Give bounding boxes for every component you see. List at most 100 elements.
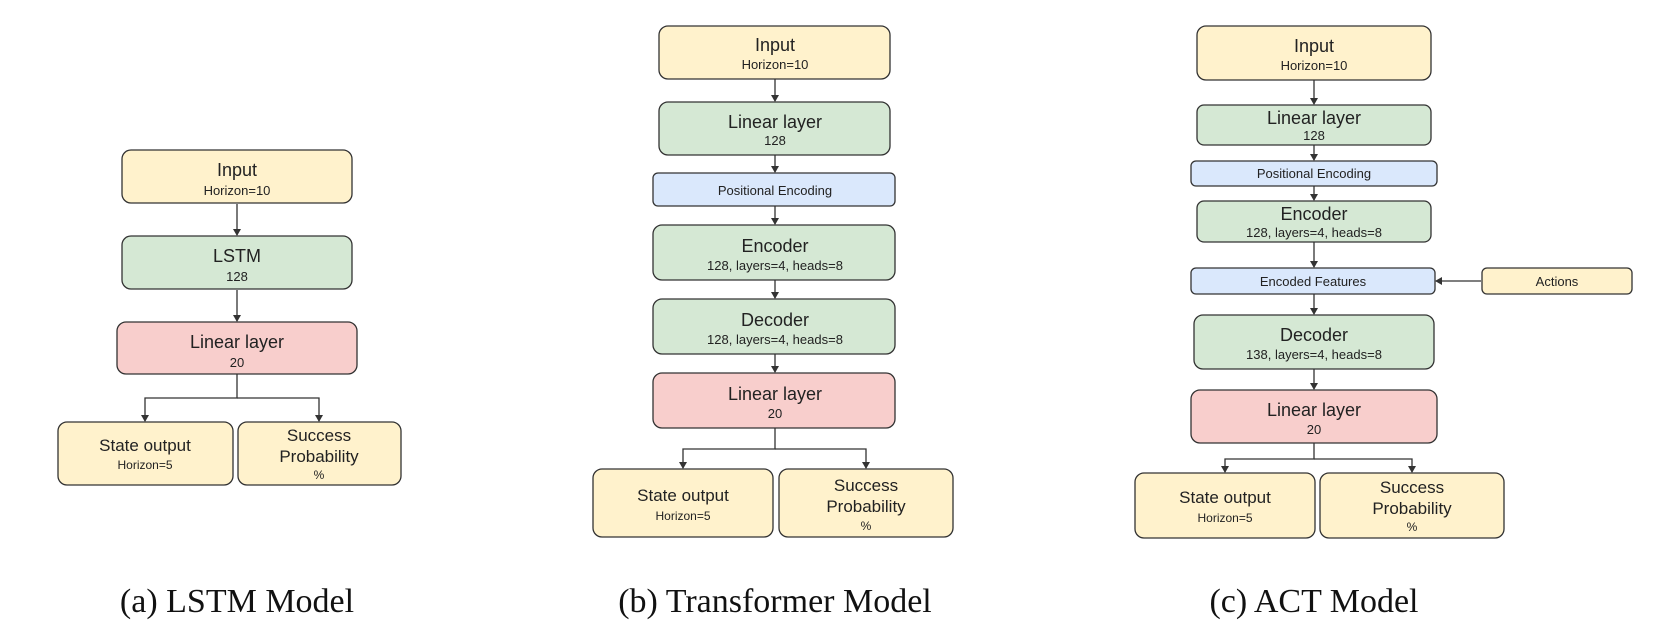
- transformer-linear-128-node: Linear layer 128: [658, 101, 891, 156]
- transformer-encoder-node: Encoder 128, layers=4, heads=8: [652, 224, 896, 281]
- transformer-caption: (b) Transformer Model: [618, 583, 932, 620]
- node-box: [658, 25, 891, 80]
- lstm-layer-node: LSTM 128: [121, 235, 353, 290]
- node-title-line2: Probability: [279, 447, 359, 466]
- act-actions-node: Actions: [1481, 267, 1633, 295]
- act-positional-encoding-node: Positional Encoding: [1190, 160, 1438, 187]
- node-box: [652, 224, 896, 281]
- node-title: Input: [1294, 36, 1334, 56]
- node-title: Positional Encoding: [1257, 166, 1371, 181]
- lstm-state-output-node: State output Horizon=5: [57, 421, 234, 486]
- node-box: [121, 149, 353, 204]
- node-box: [1134, 472, 1316, 539]
- node-subtitle: Horizon=5: [117, 458, 172, 472]
- transformer-success-node: Success Probability %: [778, 468, 954, 538]
- act-caption: (c) ACT Model: [1209, 583, 1418, 620]
- connector-split-left: [1221, 443, 1315, 473]
- node-box: [652, 298, 896, 355]
- transformer-panel: Input Horizon=10 Linear layer 128 Positi…: [592, 25, 954, 620]
- node-title: Linear layer: [1267, 108, 1361, 128]
- node-box: [652, 372, 896, 429]
- act-input-node: Input Horizon=10: [1196, 25, 1432, 81]
- node-title: Input: [217, 160, 257, 180]
- act-state-output-node: State output Horizon=5: [1134, 472, 1316, 539]
- node-box: [592, 468, 774, 538]
- transformer-decoder-node: Decoder 128, layers=4, heads=8: [652, 298, 896, 355]
- node-box: [57, 421, 234, 486]
- node-title: Encoder: [1280, 204, 1347, 224]
- node-box: [1190, 160, 1438, 187]
- node-box: [1193, 314, 1435, 370]
- act-linear-20-node: Linear layer 20: [1190, 389, 1438, 444]
- node-title: Success: [834, 476, 898, 495]
- node-title: Success: [287, 426, 351, 445]
- node-title: Success: [1380, 478, 1444, 497]
- node-subtitle: 128: [226, 269, 248, 284]
- node-box: [1319, 472, 1505, 539]
- node-box: [778, 468, 954, 538]
- connector-split-right: [1314, 458, 1416, 473]
- node-title: Input: [755, 35, 795, 55]
- node-title-line2: Probability: [826, 497, 906, 516]
- transformer-input-node: Input Horizon=10: [658, 25, 891, 80]
- act-decoder-node: Decoder 138, layers=4, heads=8: [1193, 314, 1435, 370]
- node-title-line2: Probability: [1372, 499, 1452, 518]
- node-subtitle: 128, layers=4, heads=8: [707, 332, 843, 347]
- node-subtitle: Horizon=5: [655, 509, 710, 523]
- node-box: [658, 101, 891, 156]
- node-subtitle: 20: [1307, 422, 1321, 437]
- node-subtitle: 20: [768, 406, 782, 421]
- node-subtitle: 20: [230, 355, 244, 370]
- lstm-panel: Input Horizon=10 LSTM 128 Linear layer 2…: [57, 149, 402, 620]
- node-title: Linear layer: [728, 384, 822, 404]
- node-title: Encoder: [741, 236, 808, 256]
- node-subtitle: 138, layers=4, heads=8: [1246, 347, 1382, 362]
- node-box: [1196, 25, 1432, 81]
- transformer-linear-20-node: Linear layer 20: [652, 372, 896, 429]
- node-subtitle: 128, layers=4, heads=8: [707, 258, 843, 273]
- act-success-node: Success Probability %: [1319, 472, 1505, 539]
- lstm-linear-node: Linear layer 20: [116, 321, 358, 375]
- node-title: Linear layer: [728, 112, 822, 132]
- node-subtitle: 128: [1303, 128, 1325, 143]
- node-box: [1196, 104, 1432, 146]
- transformer-positional-encoding-node: Positional Encoding: [652, 172, 896, 207]
- node-title: State output: [99, 436, 191, 455]
- node-title: Linear layer: [190, 332, 284, 352]
- node-box: [1190, 267, 1436, 295]
- lstm-input-node: Input Horizon=10: [121, 149, 353, 204]
- node-box: [652, 172, 896, 207]
- node-subtitle: %: [1407, 520, 1418, 534]
- node-title: Actions: [1536, 274, 1579, 289]
- lstm-success-node: Success Probability %: [237, 421, 402, 486]
- node-subtitle: %: [314, 468, 325, 482]
- node-title: State output: [1179, 488, 1271, 507]
- connector-linear-split: [141, 374, 238, 422]
- node-subtitle: 128: [764, 133, 786, 148]
- act-encoded-features-node: Encoded Features: [1190, 267, 1436, 295]
- node-subtitle: Horizon=10: [204, 183, 271, 198]
- transformer-state-output-node: State output Horizon=5: [592, 468, 774, 538]
- node-title: Linear layer: [1267, 400, 1361, 420]
- connector-split-right: [775, 448, 870, 469]
- node-title: Decoder: [741, 310, 809, 330]
- act-encoder-node: Encoder 128, layers=4, heads=8: [1196, 200, 1432, 243]
- node-subtitle: Horizon=10: [742, 57, 809, 72]
- node-subtitle: 128, layers=4, heads=8: [1246, 225, 1382, 240]
- node-box: [237, 421, 402, 486]
- node-subtitle: Horizon=5: [1197, 511, 1252, 525]
- node-box: [116, 321, 358, 375]
- node-title: LSTM: [213, 246, 261, 266]
- node-title: State output: [637, 486, 729, 505]
- node-subtitle: Horizon=10: [1281, 58, 1348, 73]
- act-linear-128-node: Linear layer 128: [1196, 104, 1432, 146]
- node-title: Positional Encoding: [718, 183, 832, 198]
- node-box: [1190, 389, 1438, 444]
- lstm-caption: (a) LSTM Model: [120, 583, 354, 620]
- node-box: [121, 235, 353, 290]
- node-box: [1196, 200, 1432, 243]
- act-panel: Input Horizon=10 Linear layer 128 Positi…: [1134, 25, 1633, 620]
- node-title: Encoded Features: [1260, 274, 1367, 289]
- node-box: [1481, 267, 1633, 295]
